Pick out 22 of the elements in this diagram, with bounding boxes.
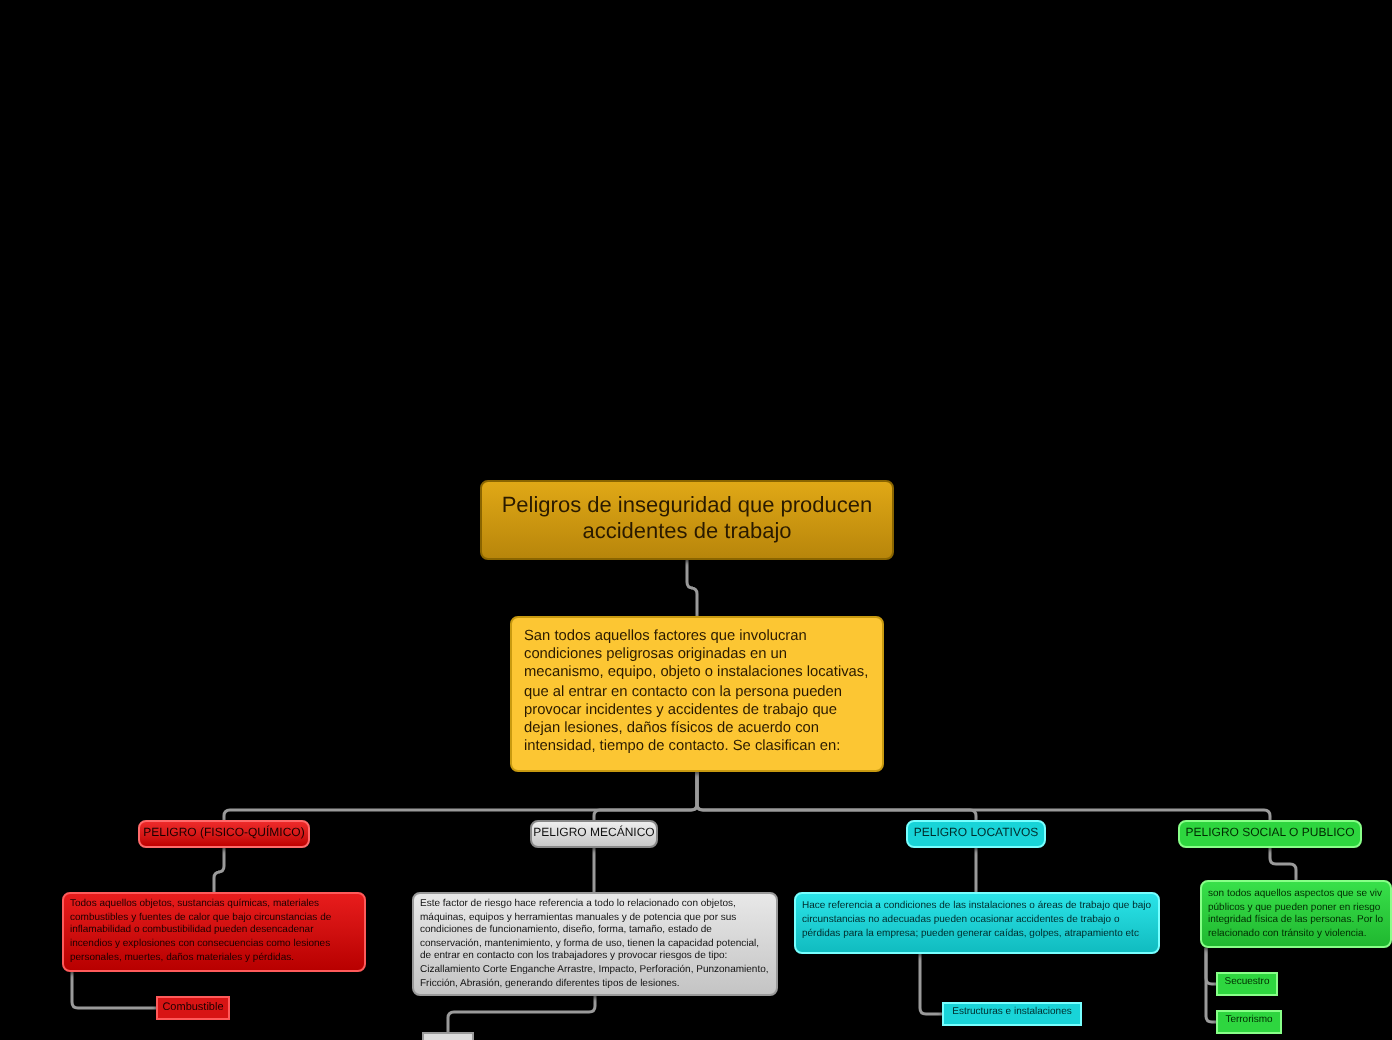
category-box bbox=[1178, 820, 1362, 848]
connector-line bbox=[695, 772, 1272, 821]
category-box bbox=[138, 820, 310, 848]
connector-line bbox=[1268, 848, 1298, 880]
category-box bbox=[906, 820, 1046, 848]
connector-line bbox=[70, 968, 156, 1010]
title-box bbox=[480, 480, 894, 560]
connector-line bbox=[918, 954, 942, 1016]
subtopic-box bbox=[1216, 972, 1278, 996]
connector-line bbox=[685, 560, 699, 616]
description-box bbox=[510, 616, 884, 772]
subtopic-box bbox=[942, 1002, 1082, 1026]
description-box bbox=[794, 892, 1160, 954]
connector-line bbox=[212, 848, 226, 892]
connector-line bbox=[446, 994, 597, 1032]
description-box bbox=[62, 892, 366, 972]
connector-line bbox=[974, 848, 978, 892]
connector-line bbox=[1204, 948, 1216, 1024]
node-text: Peligros de inseguridad que producen accidentes de trabajo bbox=[499, 494, 875, 546]
connector-line bbox=[592, 848, 596, 892]
category-box bbox=[530, 820, 658, 848]
subtopic-box bbox=[1216, 1010, 1282, 1034]
